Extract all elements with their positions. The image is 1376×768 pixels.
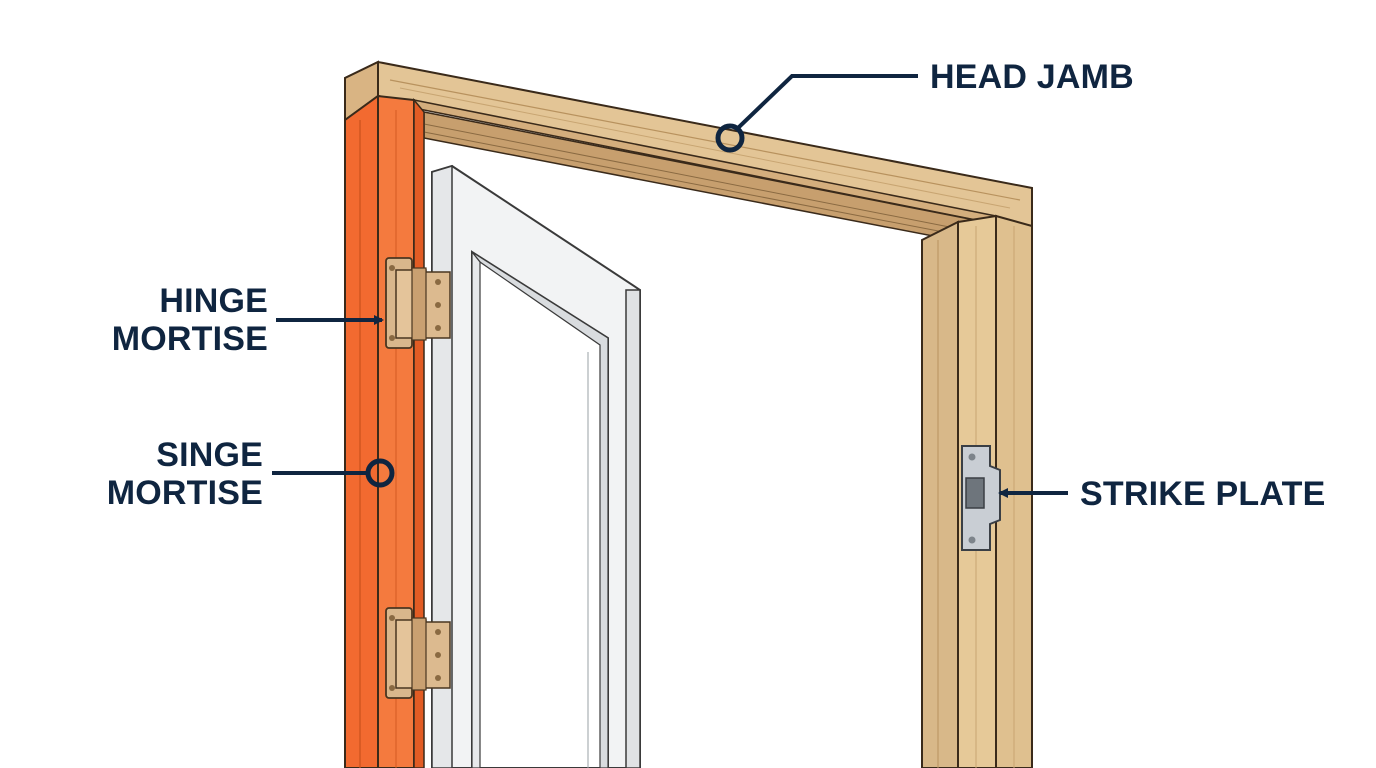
bottom-hinge xyxy=(386,608,450,698)
head-jamb-text: HEAD JAMB xyxy=(930,58,1134,96)
door-slab xyxy=(432,166,640,768)
strike-plate-text: STRIKE PLATE xyxy=(1080,475,1325,513)
hinge-mortise-label: HINGE MORTISE xyxy=(112,282,268,358)
strike-plate-label: STRIKE PLATE xyxy=(1080,475,1325,513)
hinge-mortise-line2: MORTISE xyxy=(112,320,268,358)
head-jamb-label: HEAD JAMB xyxy=(930,58,1134,96)
hinge-mortise-line1: HINGE xyxy=(112,282,268,320)
singe-mortise-line1: SINGE xyxy=(107,436,263,474)
head-jamb-leader xyxy=(738,76,918,128)
singe-mortise-label: SINGE MORTISE xyxy=(107,436,263,512)
singe-mortise-line2: MORTISE xyxy=(107,474,263,512)
top-hinge xyxy=(386,258,450,348)
